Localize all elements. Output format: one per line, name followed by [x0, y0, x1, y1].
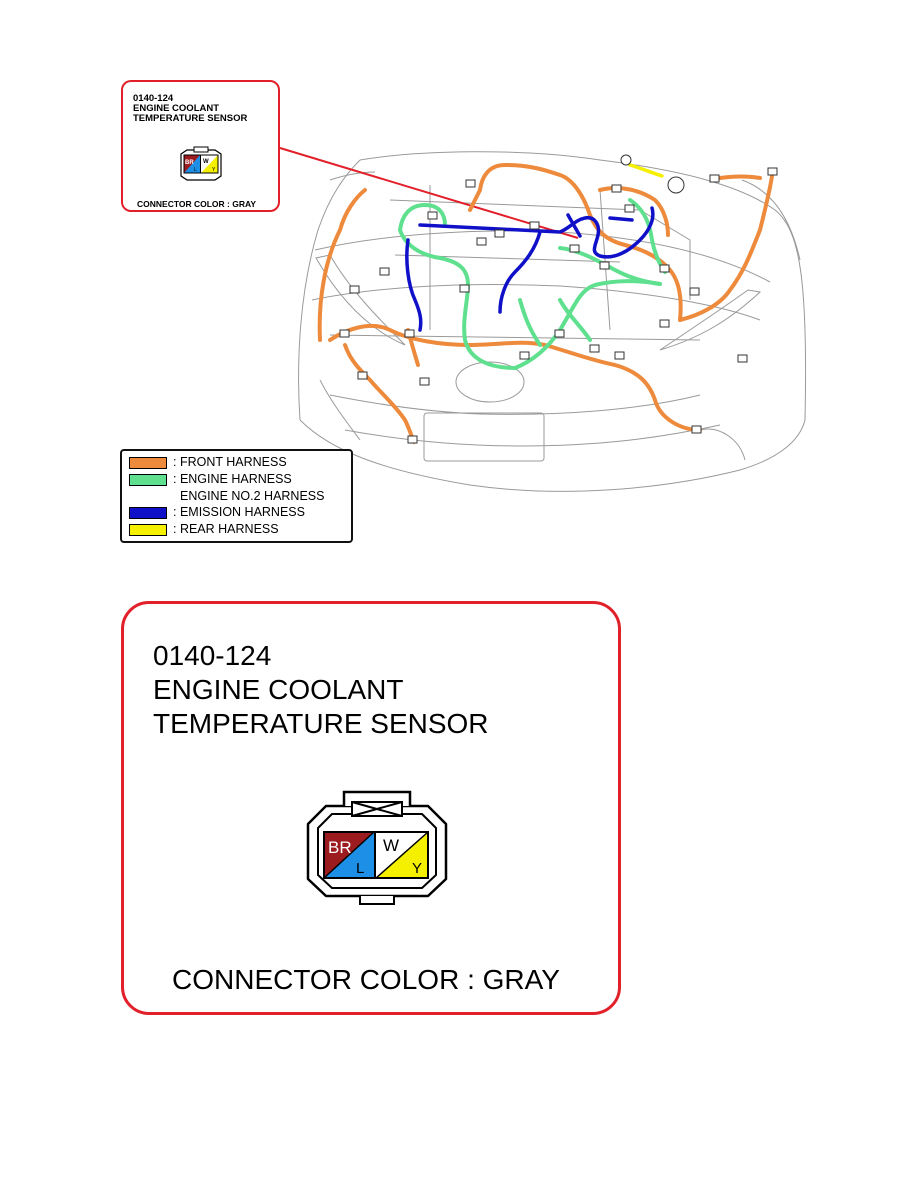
legend-swatch-rear	[129, 524, 167, 536]
small-connector-face-icon: BR L W Y	[180, 146, 222, 181]
small-connector-title-line1: ENGINE COOLANT	[133, 103, 220, 114]
small-pin-y: Y	[212, 167, 216, 173]
small-connector-title-line2: TEMPERATURE SENSOR	[133, 113, 248, 124]
pin-br-label: BR	[328, 838, 352, 857]
pin-y-label: Y	[412, 860, 422, 877]
small-connector-color: CONNECTOR COLOR : GRAY	[137, 199, 257, 209]
connector-stubs	[339, 154, 778, 444]
legend-label-emission: : EMISSION HARNESS	[173, 505, 305, 519]
legend-label-rear: : REAR HARNESS	[173, 522, 279, 536]
car-body-outline	[298, 151, 807, 492]
legend-label-engine-no2: ENGINE NO.2 HARNESS	[180, 489, 325, 503]
connector-title-line2: TEMPERATURE SENSOR	[153, 708, 489, 739]
connector-code: 0140-124	[153, 640, 272, 671]
connector-face-icon: BR L W Y	[306, 790, 448, 905]
legend-swatch-emission	[129, 507, 167, 519]
legend-label-engine: : ENGINE HARNESS	[173, 472, 292, 486]
small-connector-callout: 0140-124 ENGINE COOLANT TEMPERATURE SENS…	[121, 80, 280, 212]
pin-w-label: W	[383, 836, 399, 855]
large-connector-callout: 0140-124 ENGINE COOLANT TEMPERATURE SENS…	[121, 601, 621, 1015]
legend-swatch-engine	[129, 474, 167, 486]
pin-l-label: L	[356, 860, 364, 877]
connector-title-line1: ENGINE COOLANT	[153, 674, 404, 705]
callout-leader-line	[279, 147, 579, 239]
small-connector-code: 0140-124	[133, 93, 174, 104]
rear-harness-wire	[628, 163, 664, 178]
emission-harness-wires	[405, 206, 655, 332]
small-pin-br: BR	[185, 160, 194, 166]
connector-color-label: CONNECTOR COLOR : GRAY	[172, 964, 560, 995]
legend-swatch-front	[129, 457, 167, 469]
harness-legend: : FRONT HARNESS : ENGINE HARNESS ENGINE …	[120, 449, 353, 543]
small-pin-w: W	[203, 159, 209, 165]
small-pin-l: L	[194, 167, 197, 173]
legend-label-front: : FRONT HARNESS	[173, 455, 287, 469]
